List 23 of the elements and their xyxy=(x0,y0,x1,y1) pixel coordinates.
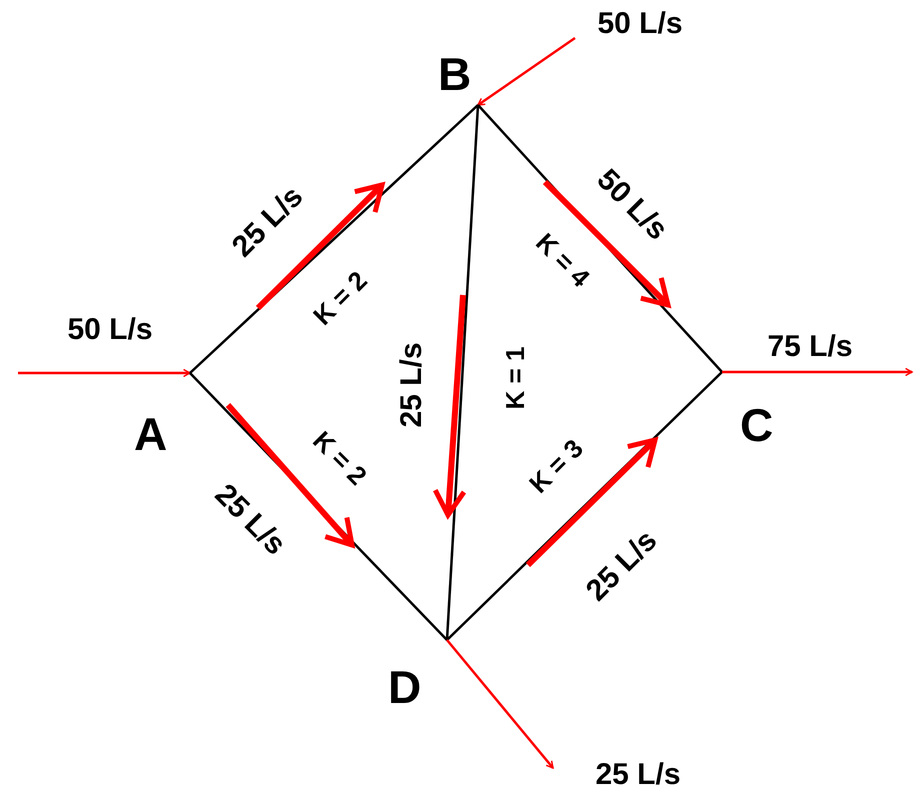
flow-arrow xyxy=(446,639,554,769)
flow-rate-label: 25 L/s xyxy=(209,479,291,561)
flow-arrow xyxy=(722,368,913,376)
pipe-line xyxy=(189,104,479,374)
junction-label: C xyxy=(740,402,774,448)
flow-rate-label: 25 L/s xyxy=(595,760,681,790)
pipe-line xyxy=(446,371,723,641)
junction-label: B xyxy=(438,51,472,97)
flow-arrow xyxy=(18,368,191,378)
junction-label: D xyxy=(388,664,422,710)
flow-rate-label: 25 L/s xyxy=(581,525,663,607)
resistance-label: K = 2 xyxy=(308,266,372,330)
resistance-label: K = 1 xyxy=(502,346,528,410)
resistance-label: K = 2 xyxy=(308,426,372,490)
flow-rate-label: 25 L/s xyxy=(397,342,427,428)
flow-rate-label: 50 L/s xyxy=(597,9,683,39)
flow-rate-label: 25 L/s xyxy=(227,181,309,263)
junction-label: A xyxy=(134,411,168,457)
resistance-label: K = 3 xyxy=(524,434,588,498)
flow-rate-label: 75 L/s xyxy=(767,332,853,362)
flow-arrow xyxy=(477,36,576,106)
flow-rate-label: 50 L/s xyxy=(67,315,153,345)
pipe-line xyxy=(446,104,480,640)
